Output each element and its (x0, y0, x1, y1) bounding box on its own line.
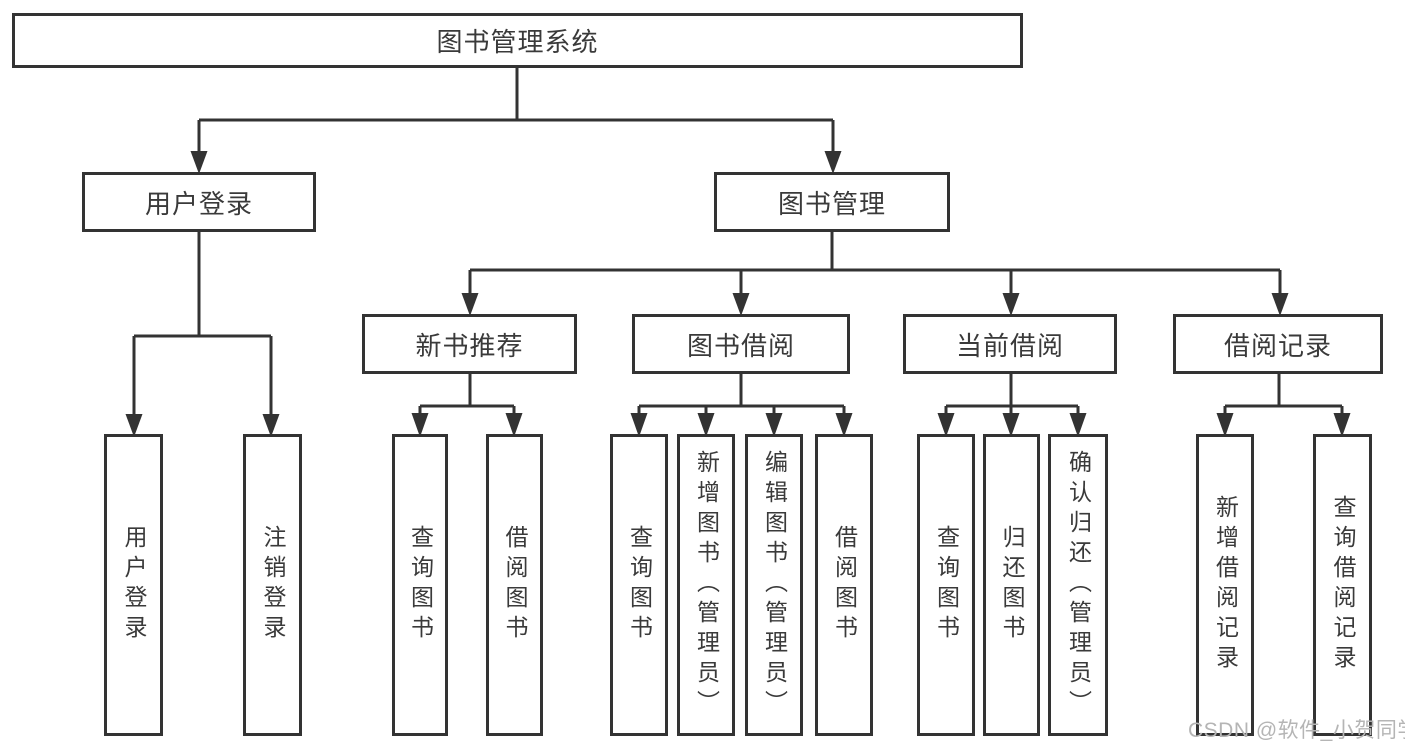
node-current-borrow: 当前借阅 (903, 314, 1117, 374)
node-label: 确认归还（管理员） (1065, 450, 1092, 720)
node-query-borrow-record: 查询借阅记录 (1313, 434, 1372, 736)
node-label: 借阅图书 (831, 525, 858, 645)
node-confirm-return-admin: 确认归还（管理员） (1048, 434, 1108, 736)
node-label: 用户登录 (144, 188, 253, 219)
node-label: 新增图书（管理员） (693, 450, 720, 720)
node-user-login: 用户登录 (104, 434, 163, 736)
arrowhead-down-icon (461, 293, 479, 316)
node-label: 用户登录 (121, 525, 147, 645)
edge-book-borrow-to-children (637, 374, 846, 420)
node-root: 图书管理系统 (12, 13, 1023, 68)
watermark: CSDN @软件_小贺同学 (1188, 719, 1405, 742)
node-label: 归还图书 (999, 525, 1025, 645)
node-user-login-group: 用户登录 (82, 172, 316, 232)
arrowhead-down-icon (1002, 293, 1020, 316)
node-label: 当前借阅 (955, 330, 1064, 361)
node-add-books-admin: 新增图书（管理员） (677, 434, 735, 736)
edge-current-borrow-to-children (944, 374, 1080, 420)
node-label: 编辑图书（管理员） (761, 450, 788, 720)
node-borrow-books: 借阅图书 (815, 434, 873, 736)
node-book-management: 图书管理 (714, 172, 950, 232)
node-label: 新书推荐 (415, 330, 524, 361)
node-label: 注销登录 (260, 525, 286, 645)
arrowhead-down-icon (732, 293, 750, 316)
node-book-borrow: 图书借阅 (632, 314, 850, 374)
node-label: 借阅记录 (1223, 330, 1332, 361)
node-label: 查询图书 (407, 525, 434, 645)
node-query-books-recommend: 查询图书 (392, 434, 448, 736)
arrowhead-down-icon (824, 151, 842, 174)
node-label: 查询借阅记录 (1330, 495, 1356, 675)
edge-new-book-recommend-to-children (418, 374, 516, 420)
node-borrow-books-recommend: 借阅图书 (486, 434, 543, 736)
node-label: 图书借阅 (686, 330, 795, 361)
node-label: 图书管理 (777, 188, 886, 219)
arrowhead-down-icon (1271, 293, 1289, 316)
edge-root-to-level2 (197, 68, 835, 156)
node-new-book-recommend: 新书推荐 (362, 314, 577, 374)
node-query-books-borrow: 查询图书 (610, 434, 668, 736)
node-label: 借阅图书 (502, 525, 528, 645)
node-borrow-records: 借阅记录 (1173, 314, 1383, 374)
edge-borrow-records-to-children (1223, 374, 1344, 420)
node-label: 查询图书 (626, 525, 653, 645)
node-edit-books-admin: 编辑图书（管理员） (745, 434, 803, 736)
node-label: 新增借阅记录 (1212, 495, 1239, 675)
arrowhead-down-icon (190, 151, 208, 174)
edge-user-login-group-to-children (132, 232, 273, 420)
node-query-books-current: 查询图书 (917, 434, 975, 736)
node-label: 图书管理系统 (436, 27, 599, 57)
node-add-borrow-record: 新增借阅记录 (1196, 434, 1254, 736)
node-label: 查询图书 (933, 525, 960, 645)
node-logout: 注销登录 (243, 434, 302, 736)
node-return-books: 归还图书 (983, 434, 1040, 736)
edge-book-management-to-level3 (468, 232, 1282, 298)
